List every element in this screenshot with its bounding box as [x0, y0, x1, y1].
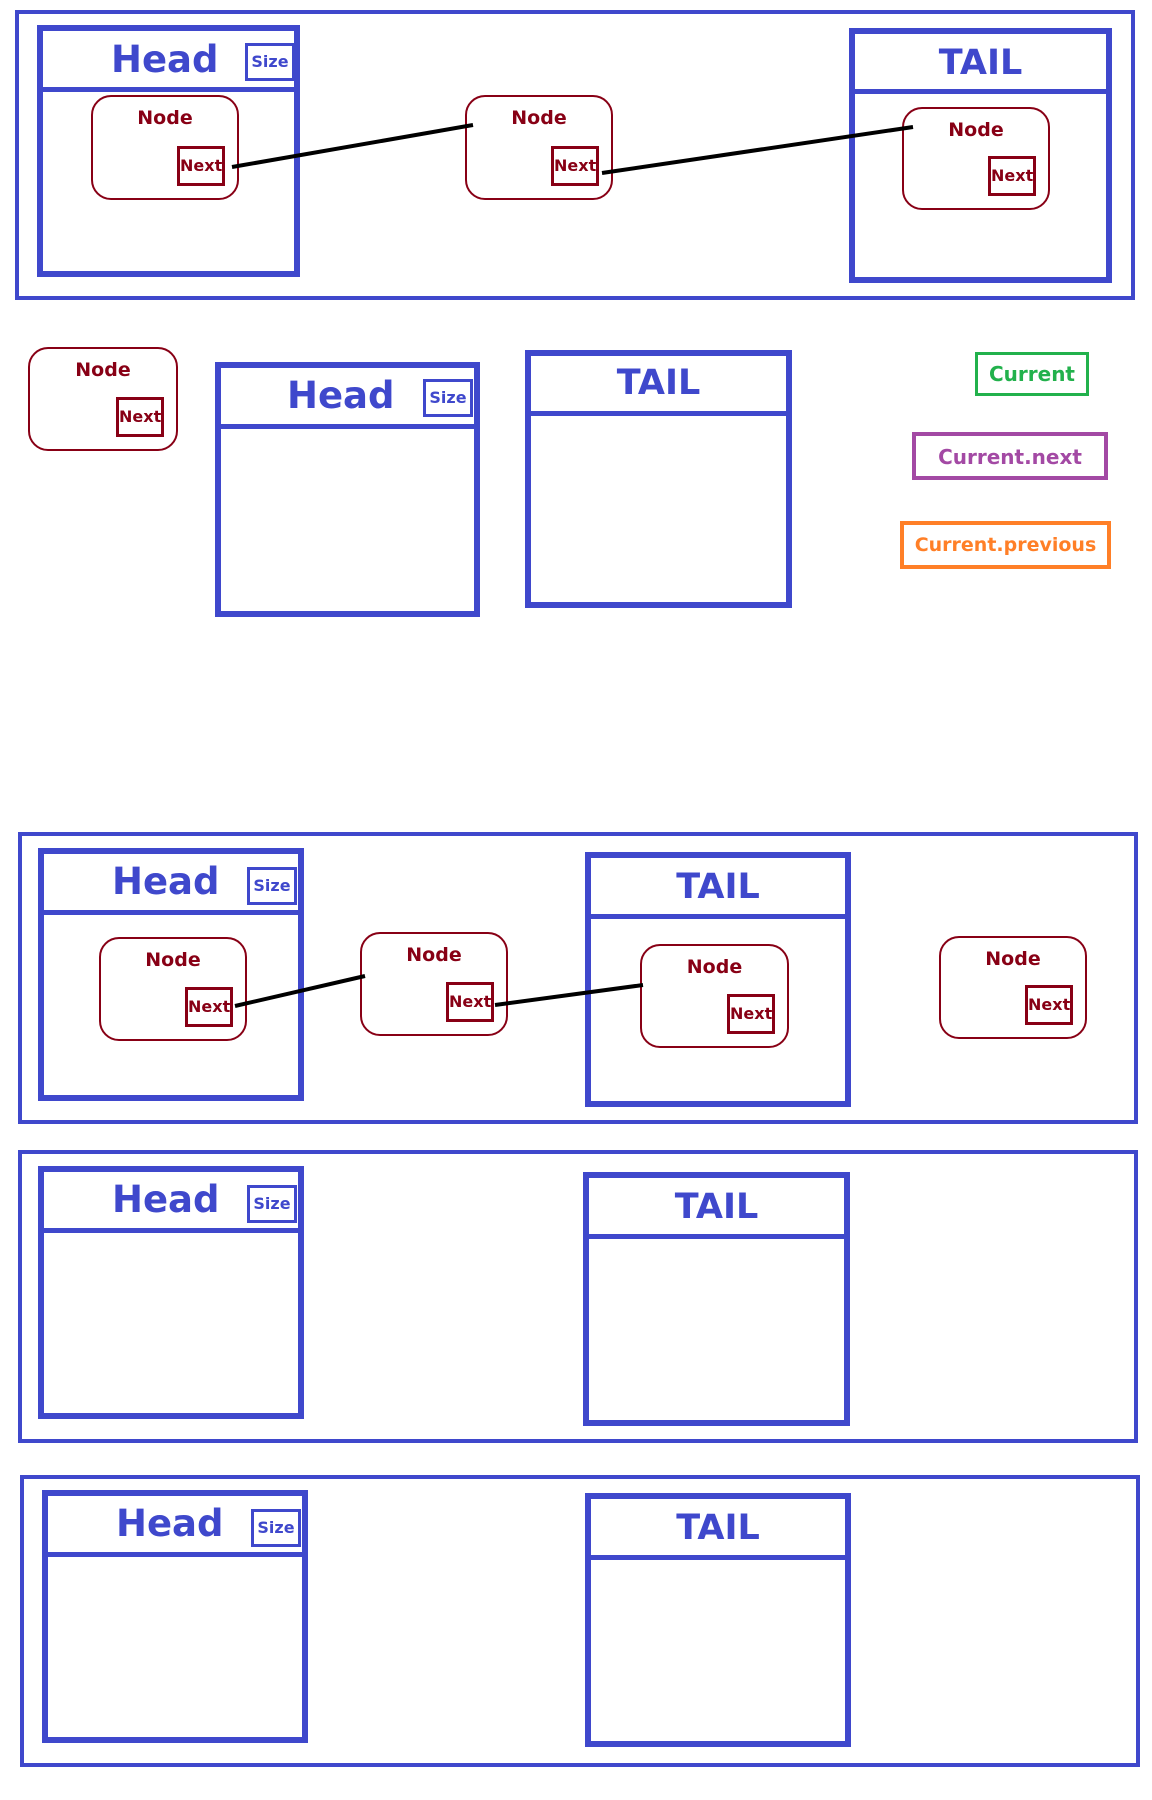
- head-title: Head: [116, 1502, 224, 1545]
- tail-header: TAIL: [589, 1178, 844, 1239]
- size-field: Size: [247, 1185, 297, 1223]
- head-title: Head: [112, 860, 220, 903]
- legend-current-previous: Current.previous: [900, 521, 1111, 569]
- node-label: Node: [406, 944, 462, 966]
- head-header: Head Size: [44, 854, 298, 915]
- size-field: Size: [251, 1509, 301, 1547]
- node: Node Next: [902, 107, 1050, 210]
- diagram-panel-1: [15, 10, 1135, 300]
- tail-title: TAIL: [616, 363, 701, 403]
- next-pointer: Next: [988, 156, 1036, 196]
- legend-current-next: Current.next: [912, 432, 1108, 480]
- tail-title: TAIL: [676, 867, 760, 907]
- size-field: Size: [423, 379, 473, 417]
- head-title: Head: [111, 38, 219, 81]
- next-pointer: Next: [1025, 985, 1073, 1025]
- tail-header: TAIL: [531, 356, 786, 416]
- head-title: Head: [287, 374, 395, 417]
- tail-box: TAIL: [585, 1493, 851, 1747]
- diagram-panel-3: [18, 1150, 1138, 1443]
- tail-header: TAIL: [855, 34, 1106, 94]
- diagram-panel-2: [18, 832, 1138, 1124]
- next-pointer: Next: [446, 982, 494, 1022]
- head-header: Head Size: [43, 31, 295, 92]
- size-field: Size: [247, 867, 297, 905]
- node: Node Next: [465, 95, 613, 200]
- node-label: Node: [137, 107, 193, 129]
- head-box: Head Size: [42, 1490, 308, 1743]
- next-pointer: Next: [185, 987, 233, 1027]
- tail-box: TAIL: [583, 1172, 850, 1426]
- diagram-panel-4: [20, 1475, 1140, 1767]
- node-label: Node: [686, 956, 743, 978]
- node: Node Next: [91, 95, 239, 200]
- detached-node: Node Next: [939, 936, 1087, 1039]
- size-field: Size: [245, 43, 295, 81]
- node-label: Node: [145, 949, 201, 971]
- spare-head-box: Head Size: [215, 362, 480, 617]
- node: Node Next: [360, 932, 508, 1036]
- node-label: Node: [985, 948, 1041, 970]
- tail-title: TAIL: [674, 1187, 759, 1227]
- tail-header: TAIL: [591, 1499, 845, 1560]
- head-box: Head Size: [38, 1166, 304, 1419]
- tail-title: TAIL: [676, 1508, 760, 1548]
- node: Node Next: [640, 944, 789, 1048]
- spare-node: Node Next: [28, 347, 178, 451]
- head-title: Head: [112, 1178, 220, 1221]
- head-header: Head Size: [48, 1496, 302, 1557]
- node: Node Next: [99, 937, 247, 1041]
- next-pointer: Next: [727, 994, 775, 1034]
- node-label: Node: [948, 119, 1004, 141]
- tail-title: TAIL: [938, 43, 1023, 83]
- next-pointer: Next: [116, 397, 164, 437]
- node-label: Node: [75, 359, 131, 381]
- next-pointer: Next: [177, 146, 225, 186]
- node-label: Node: [511, 107, 567, 129]
- legend-current: Current: [975, 352, 1089, 396]
- head-header: Head Size: [44, 1172, 298, 1233]
- tail-header: TAIL: [591, 858, 845, 919]
- spare-tail-box: TAIL: [525, 350, 792, 608]
- next-pointer: Next: [551, 146, 599, 186]
- head-header: Head Size: [221, 368, 474, 429]
